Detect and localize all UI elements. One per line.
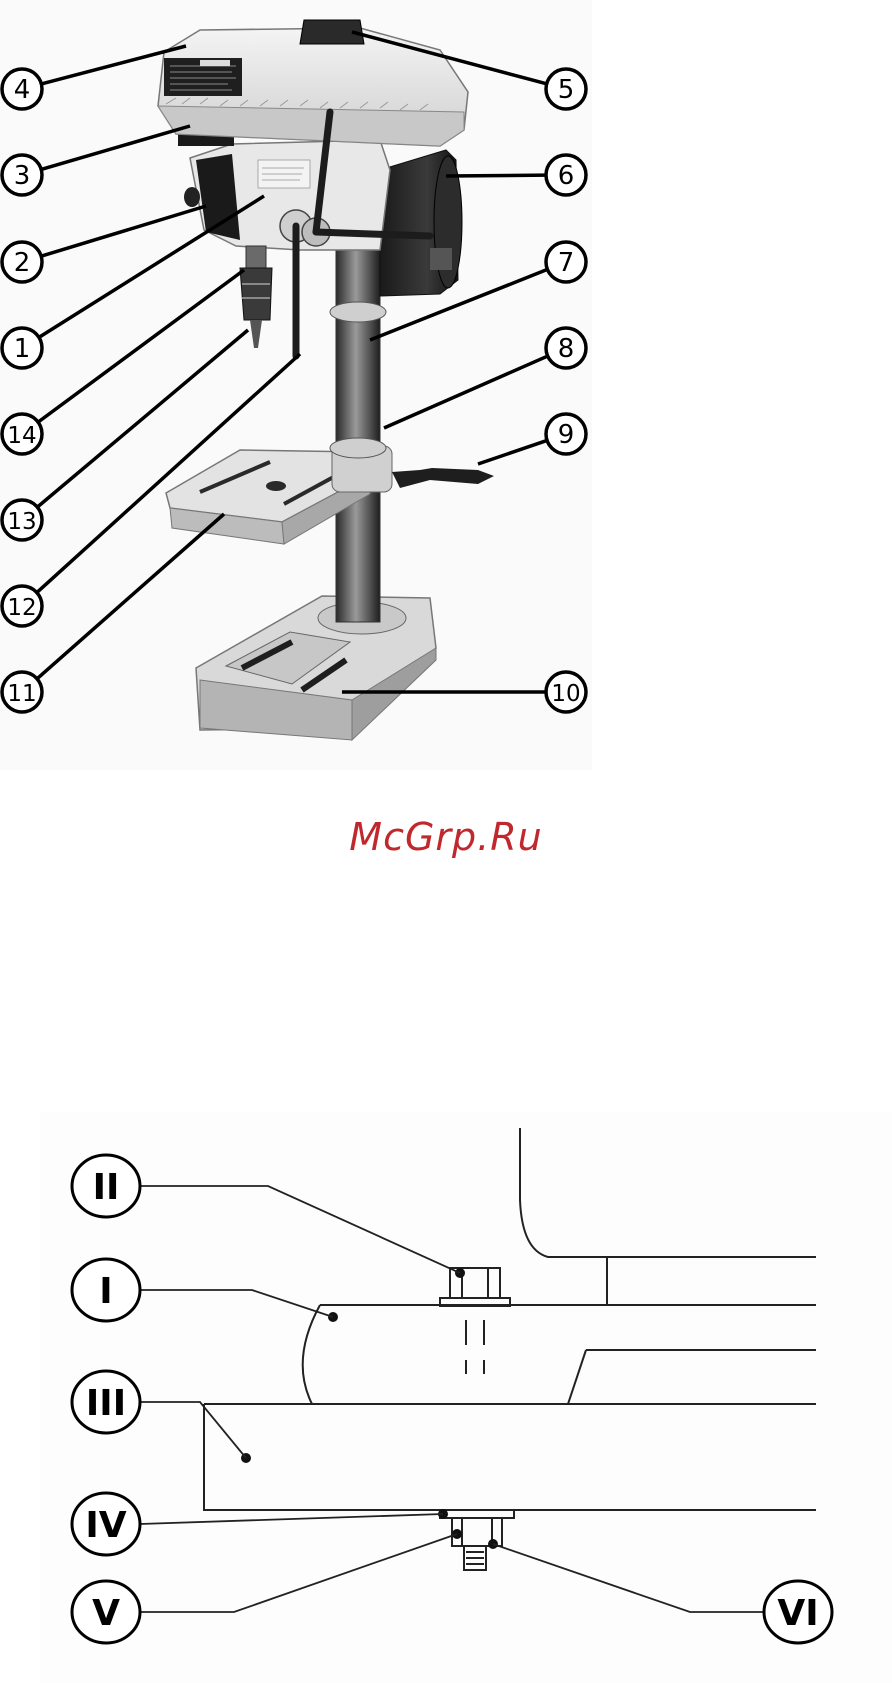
- leader-line-IV: [140, 1514, 443, 1524]
- callout-6: 6: [546, 155, 586, 195]
- callout-circle-I: [72, 1259, 140, 1321]
- leader-line-VI: [493, 1544, 764, 1612]
- callout-10: 10: [546, 672, 586, 712]
- callout-label-14: 14: [7, 423, 36, 449]
- callout-label-1: 1: [14, 334, 31, 364]
- leader-line-I: [140, 1290, 333, 1317]
- callout-label-12: 12: [7, 595, 36, 621]
- callout-label-V: V: [92, 1593, 120, 1634]
- figure2-leader-lines: [140, 1186, 764, 1612]
- callout-2: 2: [2, 242, 42, 282]
- callout-II: II: [72, 1155, 140, 1217]
- callout-circle-IV: [72, 1493, 140, 1555]
- callout-IV: IV: [72, 1493, 140, 1555]
- leader-line-6: [446, 175, 546, 176]
- callout-circle-V: [72, 1581, 140, 1643]
- callout-label-2: 2: [14, 248, 31, 278]
- callout-1: 1: [2, 328, 42, 368]
- callout-label-6: 6: [558, 161, 575, 191]
- callout-circle-II: [72, 1155, 140, 1217]
- diagram-lines: [204, 1128, 816, 1510]
- callout-label-I: I: [99, 1271, 112, 1312]
- callout-14: 14: [2, 414, 42, 454]
- diagram-pointer-dots: [241, 1268, 498, 1549]
- callout-label-7: 7: [558, 248, 575, 278]
- callout-label-4: 4: [14, 75, 31, 105]
- callout-label-IV: IV: [85, 1505, 126, 1546]
- callout-4: 4: [2, 69, 42, 109]
- leader-line-III: [140, 1402, 246, 1458]
- drill-column: [336, 240, 380, 622]
- drill-motor: [380, 150, 462, 296]
- callout-label-11: 11: [7, 681, 36, 707]
- watermark: McGrp.Ru: [0, 815, 892, 859]
- callout-label-VI: VI: [777, 1593, 818, 1634]
- callout-label-3: 3: [14, 161, 31, 191]
- top-bolt: [440, 1268, 510, 1306]
- callout-13: 13: [2, 500, 42, 540]
- callout-7: 7: [546, 242, 586, 282]
- bottom-nut: [440, 1510, 514, 1570]
- callout-11: 11: [2, 672, 42, 712]
- callout-label-III: III: [86, 1383, 126, 1424]
- leader-line-II: [140, 1186, 460, 1273]
- callout-circle-III: [72, 1371, 140, 1433]
- callout-VI: VI: [764, 1581, 832, 1643]
- callout-label-9: 9: [558, 420, 575, 450]
- callout-3: 3: [2, 155, 42, 195]
- callout-circle-VI: [764, 1581, 832, 1643]
- callout-12: 12: [2, 586, 42, 626]
- callout-label-8: 8: [558, 334, 575, 364]
- callout-label-II: II: [93, 1167, 120, 1208]
- callout-label-13: 13: [7, 509, 36, 535]
- callout-label-5: 5: [558, 75, 575, 105]
- callout-8: 8: [546, 328, 586, 368]
- diagram-background: [40, 1112, 892, 1683]
- leader-line-V: [140, 1534, 457, 1612]
- drill-press-figure: 4 3 2 1 14 13 12 11 5 6 7 8 9 10: [0, 0, 892, 780]
- callout-III: III: [72, 1371, 140, 1433]
- callout-5: 5: [546, 69, 586, 109]
- callout-label-10: 10: [551, 681, 580, 707]
- callout-9: 9: [546, 414, 586, 454]
- callout-I: I: [72, 1259, 140, 1321]
- callout-V: V: [72, 1581, 140, 1643]
